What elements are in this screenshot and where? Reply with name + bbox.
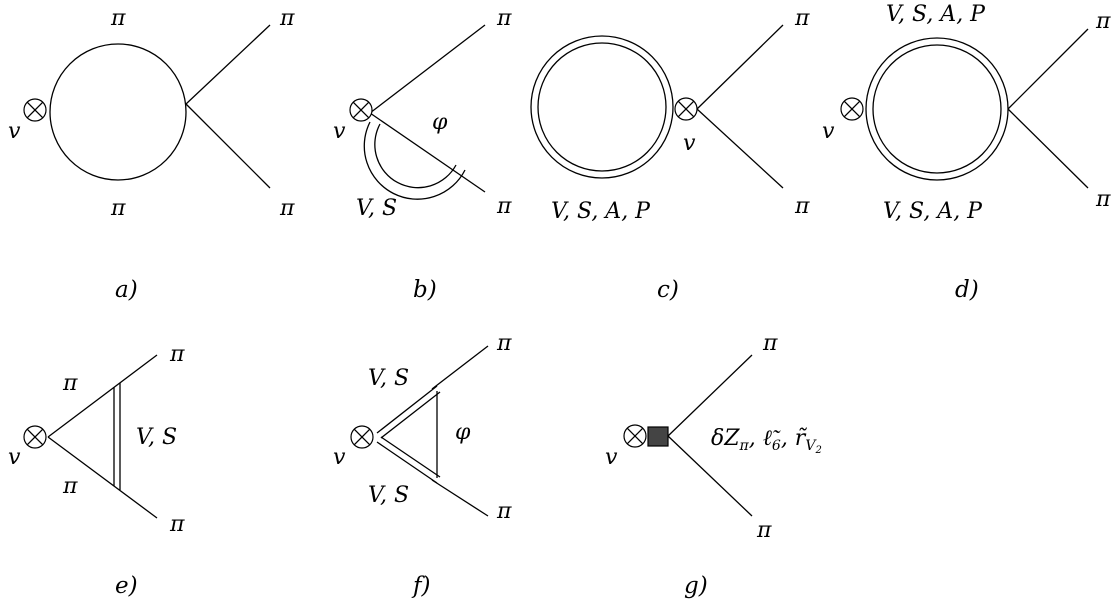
ct-sub: π [739, 438, 750, 454]
vertex-otimes [840, 97, 864, 121]
pion-line-lower [47, 436, 158, 519]
pion-out-lower [431, 479, 489, 517]
label-v: v [822, 119, 835, 144]
panel-label-f: f) [411, 573, 431, 599]
label-pi-lower: π [62, 474, 78, 499]
label-vs: V, S [136, 425, 177, 450]
label-v: v [605, 445, 618, 470]
pion-line-upper [369, 24, 486, 114]
panel-label-g: g) [684, 573, 708, 599]
pion-line-upper [47, 354, 158, 438]
label-pi-out-upper: π [794, 6, 810, 31]
label-pi-out-lower: π [279, 196, 295, 221]
pion-line-lower [369, 112, 486, 193]
diagram-c: v V, S, A, P π π c) [530, 6, 810, 303]
label-pi-out-lower: π [169, 512, 185, 537]
diagram-b: v φ V, S π π b) [333, 6, 512, 303]
panel-label-a: a) [115, 277, 138, 303]
pion-out-upper [185, 24, 271, 105]
ct-r: , r̃ [781, 426, 808, 451]
resonance-arc-outer [363, 121, 466, 200]
resonance-loop-outer [530, 35, 674, 179]
resonance-loop-outer [865, 37, 1009, 181]
panel-label-b: b) [413, 277, 437, 303]
label-phi: φ [432, 110, 448, 135]
pion-out-upper [431, 345, 489, 390]
vertex-otimes [623, 424, 647, 448]
label-vs-upper: V, S [368, 366, 409, 391]
label-v: v [333, 445, 346, 470]
label-pi-out-upper: π [1095, 9, 1111, 34]
pion-out-lower [185, 103, 271, 189]
label-vs-lower: V, S [368, 483, 409, 508]
pion-out-upper [667, 354, 753, 437]
resonance-upper-a [376, 385, 438, 434]
vertex-otimes [23, 98, 47, 122]
pion-out-lower [1007, 108, 1089, 189]
label-v: v [8, 119, 21, 144]
panel-label-c: c) [657, 277, 679, 303]
label-pi-bottom: π [110, 196, 126, 221]
panel-label-d: d) [955, 277, 979, 303]
ct-two: 2 [814, 445, 821, 456]
label-vs: V, S [356, 196, 397, 221]
label-pi-out-lower: π [1095, 187, 1111, 212]
label-pi-top: π [110, 6, 126, 31]
resonance-loop-inner [872, 44, 1002, 174]
label-phi: φ [455, 420, 471, 445]
label-pi-out-upper: π [169, 342, 185, 367]
ct-v: V [805, 438, 817, 454]
diagram-e: v π π V, S π π e) [8, 342, 185, 599]
resonance-arc-inner [374, 123, 457, 189]
label-pi-out-upper: π [762, 331, 778, 356]
resonance-upper-b [380, 391, 441, 439]
resonance-lower-b [380, 436, 441, 478]
label-pi-upper: π [62, 371, 78, 396]
label-pi-out-upper: π [279, 6, 295, 31]
pion-out-upper [696, 24, 784, 110]
resonance-loop-inner [537, 42, 667, 172]
vertex-otimes [23, 425, 47, 449]
vertex-otimes [674, 97, 698, 121]
pion-out-upper [1007, 28, 1089, 110]
label-v: v [683, 131, 696, 156]
diagram-f: v V, S V, S φ π π f) [333, 331, 512, 599]
vertex-otimes [350, 425, 374, 449]
label-pi-out-lower: π [756, 518, 772, 543]
label-pi-out-upper: π [496, 331, 512, 356]
panel-label-e: e) [115, 573, 138, 599]
vertex-otimes [349, 98, 373, 122]
resonance-lower-a [376, 441, 438, 484]
label-pi-out-lower: π [496, 194, 512, 219]
label-vsap: V, S, A, P [551, 199, 651, 224]
diagram-g: v δZπ, ℓ̃6, r̃V2 π π g) [605, 331, 822, 599]
label-pi-out-upper: π [496, 6, 512, 31]
label-v: v [333, 119, 346, 144]
label-vsap-bottom: V, S, A, P [883, 199, 983, 224]
pion-out-lower [667, 435, 753, 517]
ct-six: 6 [772, 438, 781, 454]
diagram-a: v π π π π a) [8, 6, 295, 303]
pion-out-lower [696, 108, 784, 189]
ct-main: δZ [711, 426, 740, 451]
diagram-d: v V, S, A, P V, S, A, P π π d) [822, 2, 1111, 303]
pion-loop [49, 43, 187, 181]
label-pi-out-lower: π [794, 194, 810, 219]
counterterm-label: δZπ, ℓ̃6, r̃V2 [711, 426, 822, 456]
label-pi-out-lower: π [496, 499, 512, 524]
label-v: v [8, 445, 21, 470]
label-vsap-top: V, S, A, P [886, 2, 986, 27]
counterterm-box [647, 426, 669, 447]
